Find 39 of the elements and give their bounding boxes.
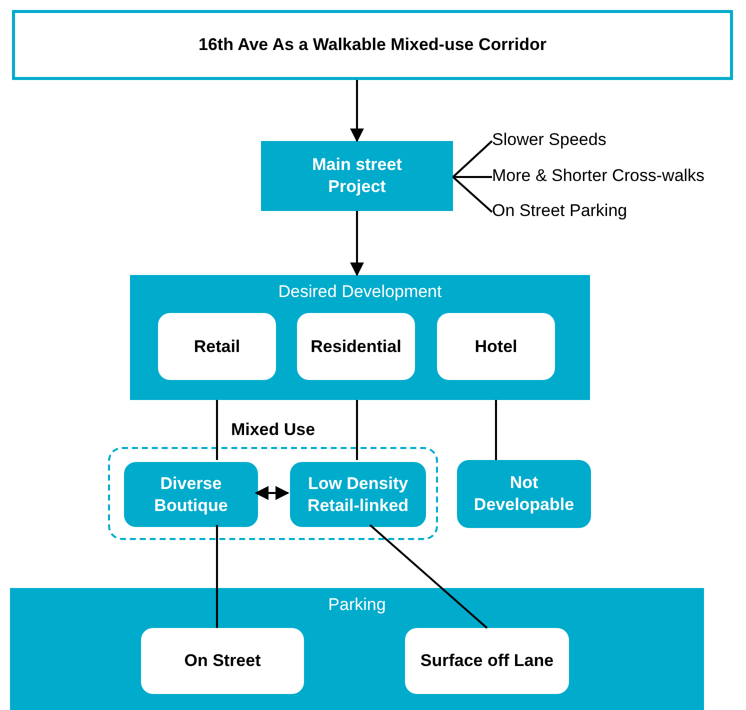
category-box [158,313,276,380]
connector-line [369,524,488,629]
box-label: Diverse Boutique [153,472,229,516]
group-band [10,588,704,710]
arrow [254,486,290,500]
box-label: Hotel [474,335,518,358]
group-band [130,275,590,400]
bullet-text: Slower Speeds [492,129,608,151]
process-box [261,141,453,211]
bullet-text: More & Shorter Cross-walks [492,165,706,187]
title-box [12,10,733,80]
connector-line [216,525,218,628]
group-heading: Desired Development [277,281,443,303]
group-heading: Mixed Use [230,419,316,441]
connector-line [452,176,493,213]
option-box [457,460,591,528]
connector-line [356,400,358,460]
option-box [290,462,426,527]
option-box [124,462,258,527]
box-label: Surface off Lane [419,650,555,672]
connector-line [452,140,493,178]
group-heading: Parking [327,594,387,616]
connector-line [453,176,492,178]
category-box [405,628,569,694]
box-label: Retail [192,335,242,358]
category-box [297,313,415,380]
category-box [437,313,555,380]
arrow [350,211,364,276]
box-label: Not Developable [472,472,576,516]
box-label: On Street [183,650,262,672]
box-label: 16th Ave As a Walkable Mixed-use Corridor [198,34,548,56]
connector-line [495,400,497,460]
box-label: Main street Project [311,154,403,198]
category-box [141,628,304,694]
bullet-text: On Street Parking [492,200,628,222]
box-label: Low Density Retail-linked [306,472,410,516]
connector-line [216,400,218,460]
arrow [350,80,364,142]
box-label: Residential [310,335,402,358]
